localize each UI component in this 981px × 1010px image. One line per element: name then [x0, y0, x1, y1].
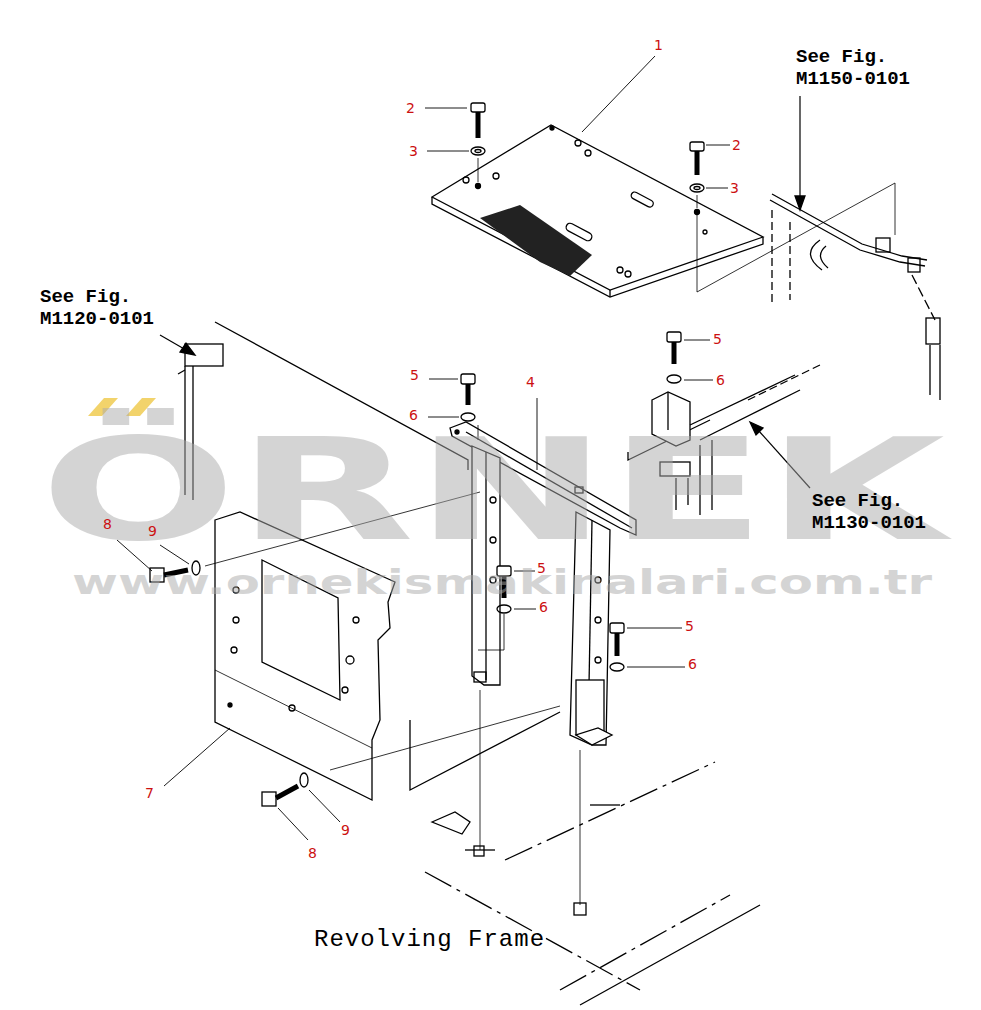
watermark-url: www.ornekismakinalari.com.tr [72, 565, 932, 599]
figure-reference: See Fig. M1130-0101 [812, 490, 944, 534]
callout-number: 5 [410, 367, 419, 383]
callout-number: 2 [406, 100, 415, 116]
callout-number: 5 [537, 560, 546, 576]
callout-number: 8 [308, 845, 317, 861]
callout-number: 8 [103, 516, 112, 532]
callout-number: 6 [688, 656, 697, 672]
callout-number: 9 [148, 523, 157, 539]
callout-number: 5 [713, 331, 722, 347]
callout-number: 6 [409, 407, 418, 423]
callout-number: 2 [732, 137, 741, 153]
callout-number: 9 [341, 822, 350, 838]
figure-reference: See Fig. M1120-0101 [40, 286, 172, 330]
frame-label: Revolving Frame [314, 926, 545, 954]
callout-number: 3 [730, 180, 739, 196]
callout-number: 4 [526, 374, 535, 390]
figure-reference: See Fig. M1150-0101 [796, 46, 928, 90]
callout-number: 1 [654, 37, 663, 53]
callout-number: 6 [716, 372, 725, 388]
callout-number: 6 [539, 599, 548, 615]
callout-number: 7 [145, 785, 154, 801]
watermark: ÖRNEK [40, 420, 945, 560]
callout-number: 5 [685, 618, 694, 634]
callout-number: 3 [409, 143, 418, 159]
